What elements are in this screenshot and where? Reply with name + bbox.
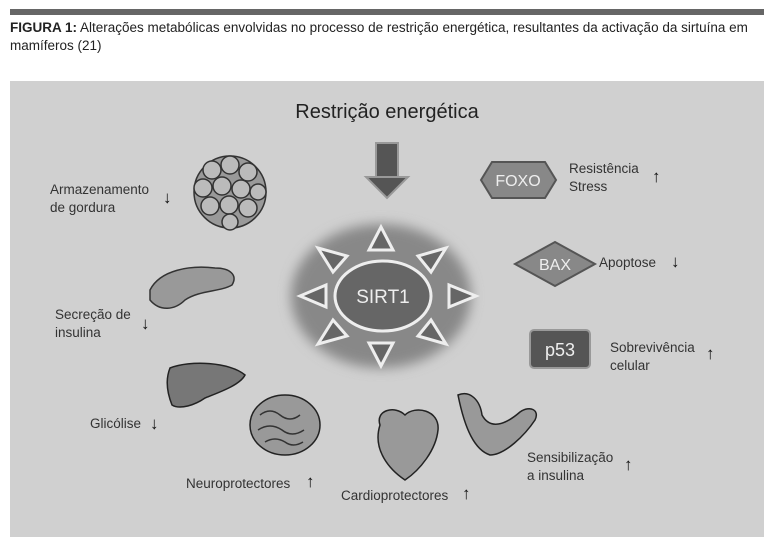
muscle-arm-icon (457, 393, 537, 456)
down-arrow-icon: ↓ (671, 252, 680, 271)
down-arrow-icon (363, 142, 411, 200)
bax-diamond-icon: BAX (512, 240, 598, 288)
up-arrow-icon: ↑ (652, 167, 661, 186)
node-apoptose-label: Apoptose (599, 255, 657, 270)
node-glycolysis-label: Glicólise (90, 416, 142, 431)
up-arrow-icon: ↑ (624, 455, 633, 474)
up-arrow-icon: ↑ (462, 484, 471, 503)
svg-text:FOXO: FOXO (495, 173, 540, 190)
top-rule (10, 9, 764, 15)
heart-icon (377, 409, 439, 481)
svg-text:p53: p53 (545, 340, 575, 360)
brain-icon (249, 394, 321, 456)
pancreas-icon (149, 266, 235, 309)
down-arrow-icon: ↓ (141, 314, 150, 333)
diagram-title: Restrição energética (295, 101, 479, 123)
node-neuro-label: Neuroprotectores (186, 476, 291, 491)
caption-label: FIGURA 1: (10, 20, 77, 35)
sirt1-sun-icon (291, 223, 480, 370)
liver-icon (166, 362, 246, 408)
caption-text: Alterações metabólicas envolvidas no pro… (10, 20, 748, 53)
down-arrow-icon: ↓ (150, 414, 159, 433)
sirt1-label: SIRT1 (356, 287, 410, 308)
figure-caption: FIGURA 1: Alterações metabólicas envolvi… (10, 19, 760, 55)
p53-box-icon: p53 (529, 329, 591, 369)
fat-cells-icon (193, 155, 267, 231)
node-cardio-label: Cardioprotectores (341, 488, 449, 503)
up-arrow-icon: ↑ (306, 472, 315, 491)
foxo-hexagon-icon: FOXO (479, 161, 558, 199)
up-arrow-icon: ↑ (706, 344, 715, 363)
down-arrow-icon: ↓ (163, 188, 172, 207)
svg-text:BAX: BAX (539, 257, 571, 274)
